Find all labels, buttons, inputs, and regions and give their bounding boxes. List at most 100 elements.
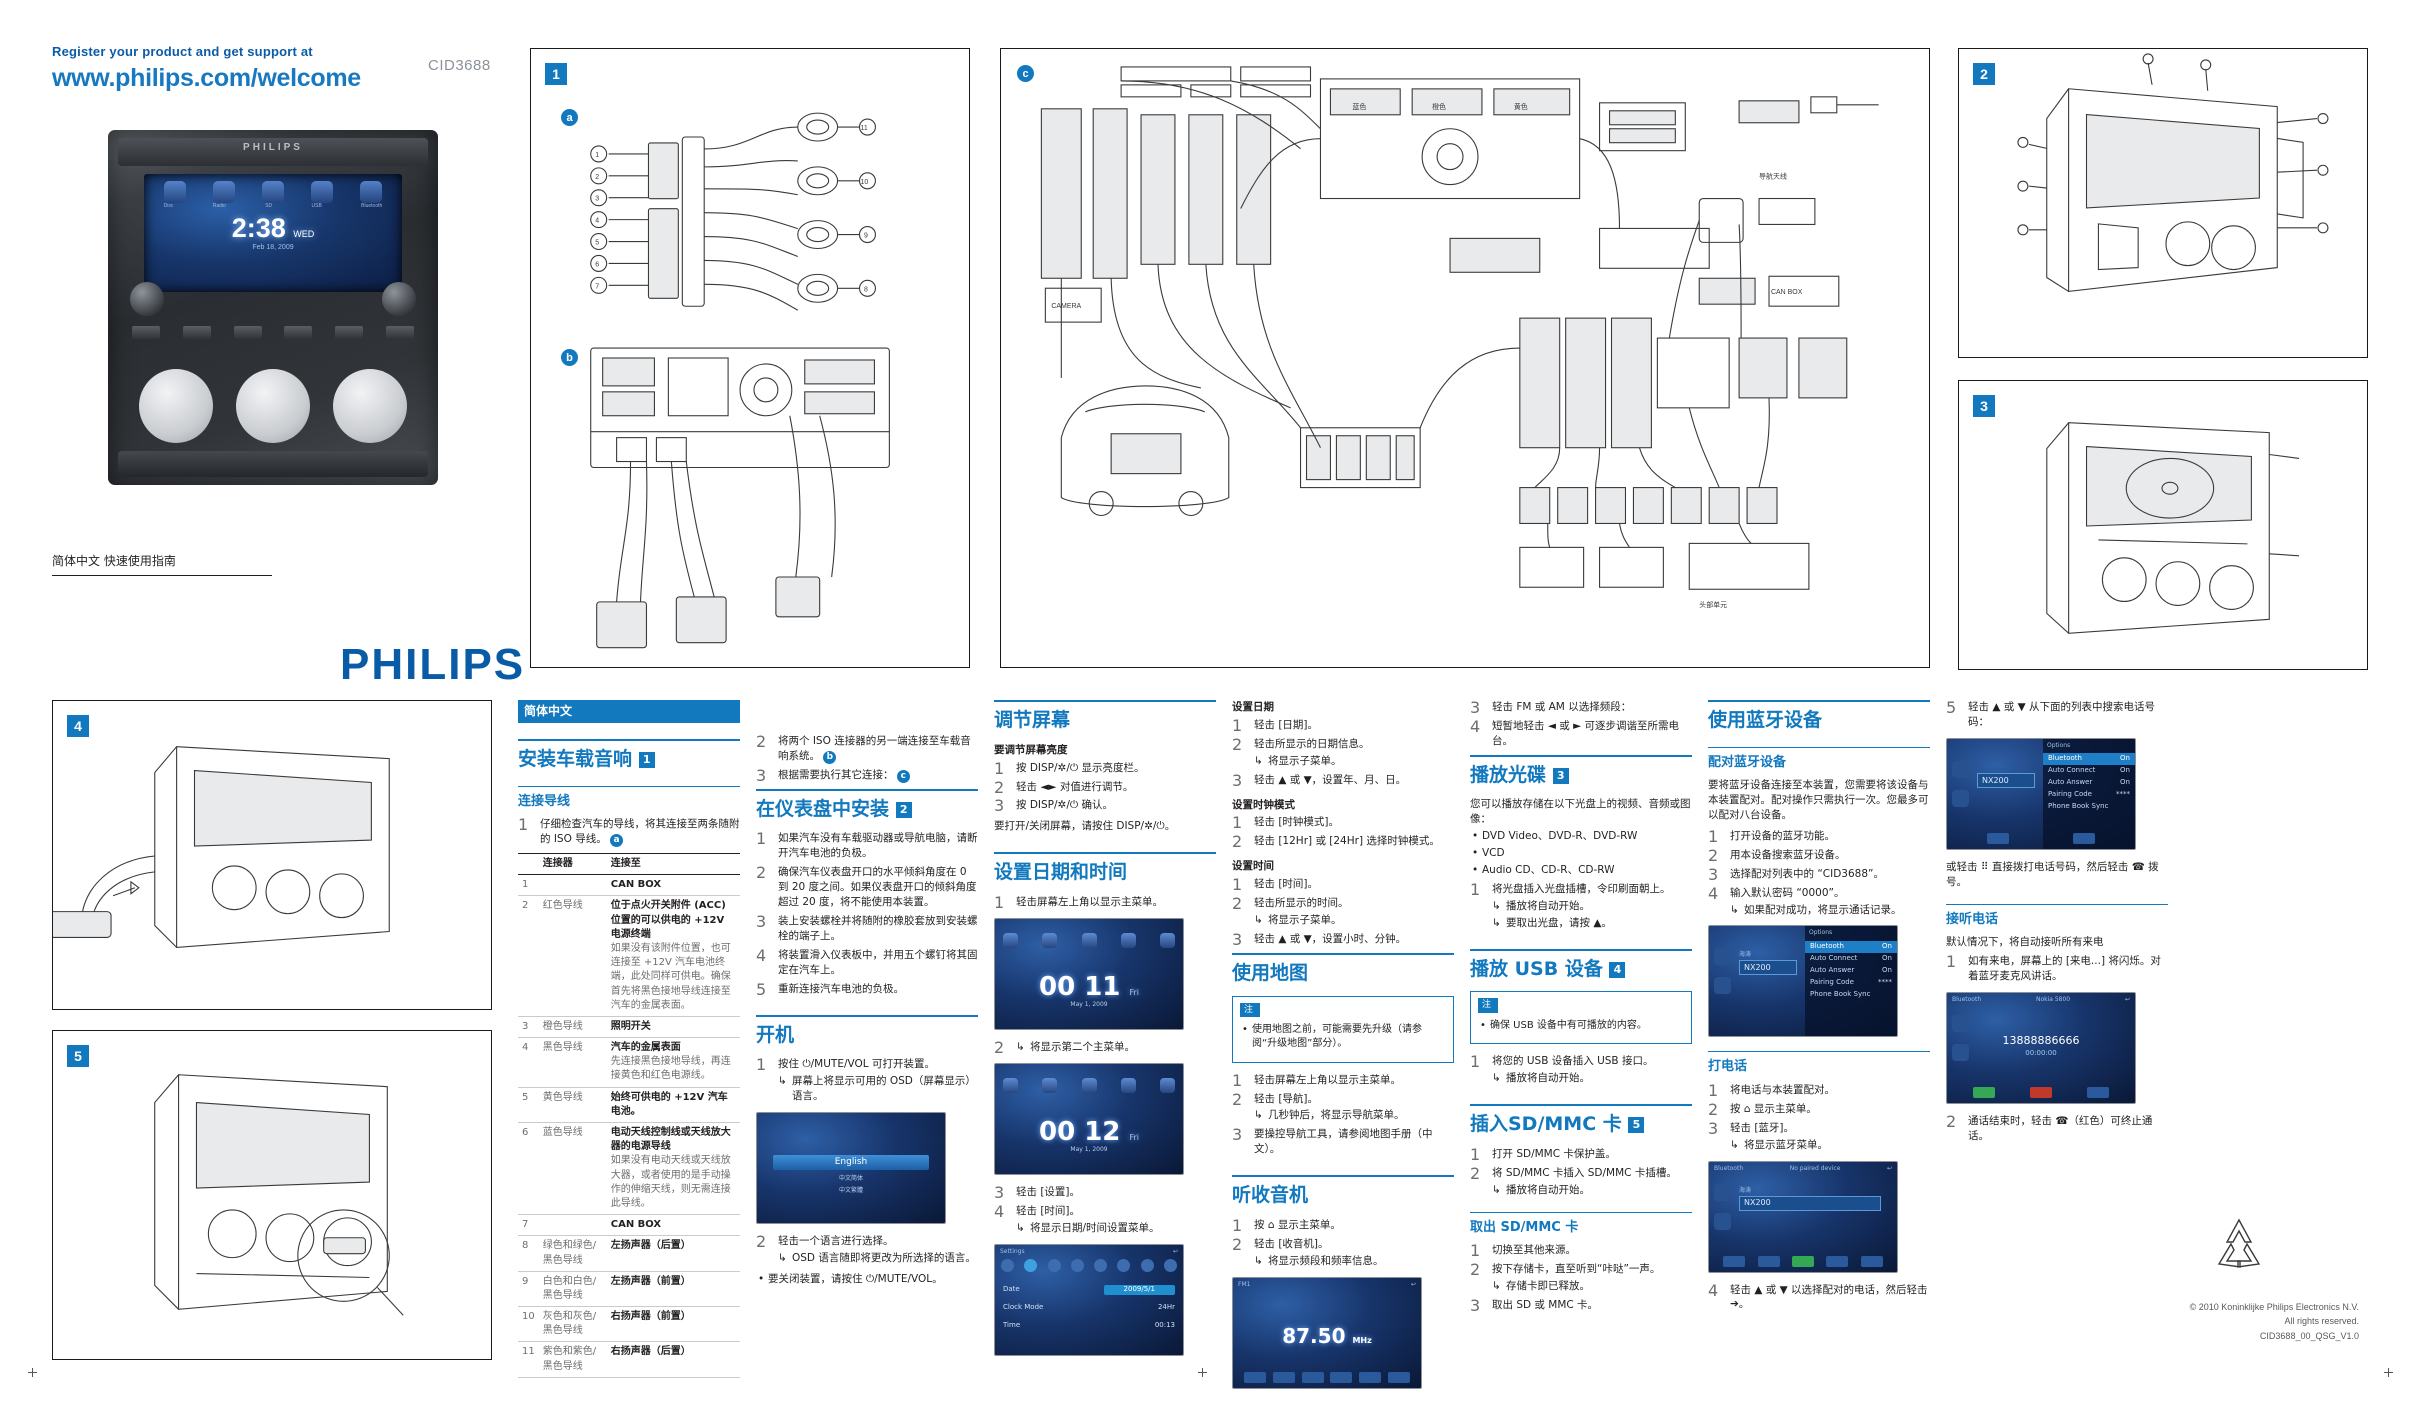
wire-dest: 左扬声器（前置） bbox=[606, 1271, 740, 1308]
radio-step-2: 轻击 [收音机]。 bbox=[1254, 1237, 1329, 1250]
screen-clock: 2:38 WED bbox=[144, 213, 402, 244]
step-number: 1 bbox=[1232, 813, 1243, 833]
back-icon: ↩ bbox=[1410, 1280, 1416, 1288]
pair-step-2: 用本设备搜索蓝牙设备。 bbox=[1730, 848, 1846, 861]
photo-bezel bbox=[118, 138, 428, 166]
lcd-radio-topbar: FM1 ↩ bbox=[1238, 1281, 1416, 1290]
power-step-2-result: OSD 语言随即将更改为所选择的语言。 bbox=[778, 1251, 978, 1266]
step-number: 3 bbox=[756, 912, 767, 931]
guide-language-caption: 简体中文 快速使用指南 bbox=[52, 552, 272, 576]
lcd-radio-frequency: 87.50 MHz bbox=[1233, 1322, 1421, 1350]
lcd-bt-side-icons bbox=[1714, 948, 1731, 995]
lcd-bt-opt2-auto-answer: Auto Answer On bbox=[2043, 777, 2135, 789]
lcd-row-date: Date 2009/5/1 bbox=[1003, 1284, 1175, 1295]
panel-c-badge: c bbox=[1017, 65, 1034, 82]
sd-icon bbox=[261, 181, 284, 203]
list-item: 2 轻击所显示的日期信息。 将显示子菜单。 bbox=[1232, 735, 1454, 769]
pairing-intro: 要将蓝牙设备连接至本装置，您需要将该设备与本装置配对。配对操作只需执行一次。您最… bbox=[1708, 779, 1929, 822]
section-dash-install-badge: 2 bbox=[895, 801, 912, 818]
step-number: 1 bbox=[518, 815, 529, 835]
philips-welcome-url[interactable]: www.philips.com/welcome bbox=[52, 64, 361, 92]
step-number: 1 bbox=[1470, 880, 1481, 899]
product-photo: PHILIPS Disc Radio SD USB Bluetooth 2:38… bbox=[108, 130, 438, 485]
step-number: 2 bbox=[1232, 1234, 1243, 1254]
front-button bbox=[233, 326, 262, 339]
bluetooth-icon bbox=[1160, 932, 1175, 948]
wire-dest: 汽车的金属表面先连接黑色接地导线，再连接黄色和红色电源线。 bbox=[606, 1037, 740, 1088]
front-button bbox=[335, 326, 364, 339]
list-item: 2 轻击 [收音机]。 将显示频段和频率信息。 bbox=[1232, 1234, 1454, 1269]
eject-step-2-result: 存储卡即已释放。 bbox=[1492, 1279, 1692, 1294]
set-time-step-1: 轻击 [时间]。 bbox=[1254, 878, 1319, 891]
section-adjust-screen: 调节屏幕 bbox=[994, 700, 1216, 733]
pair-step-1: 打开设备的蓝牙功能。 bbox=[1730, 829, 1835, 842]
section-datetime: 设置日期和时间 bbox=[994, 852, 1216, 885]
eject-step-3: 取出 SD 或 MMC 卡。 bbox=[1492, 1298, 1599, 1311]
set-time-step-2: 轻击所显示的时间。 bbox=[1254, 897, 1349, 910]
subsection-make-call: 打电话 bbox=[1708, 1051, 1930, 1076]
column-4: 设置日期 1轻击 [日期]。 2 轻击所显示的日期信息。 将显示子菜单。 3轻击… bbox=[1232, 700, 1454, 1399]
wire-dest-main: 左扬声器（前置） bbox=[610, 1275, 691, 1287]
opt-key: Bluetooth bbox=[1810, 941, 1844, 950]
lcd-bt-menu-side-icons bbox=[1714, 1183, 1731, 1230]
preset-button bbox=[1387, 1371, 1410, 1383]
opt-key: Phone Book Sync bbox=[1810, 989, 1871, 998]
list-item: 2 将两个 ISO 连接器的另一端连接至车载音响系统。 b bbox=[756, 732, 978, 764]
set-date-heading: 设置日期 bbox=[1232, 701, 1274, 713]
lcd-selected-language: English bbox=[773, 1155, 929, 1170]
wire-color bbox=[538, 1214, 607, 1237]
vent bbox=[139, 369, 214, 443]
settings-icon bbox=[1003, 1077, 1018, 1093]
brightness-step-3: 按 DISP/✲/⏻ 确认。 bbox=[1016, 799, 1114, 812]
label-bluetooth: Bluetooth bbox=[361, 203, 383, 209]
svg-text:11: 11 bbox=[860, 125, 867, 132]
label-radio: Radio bbox=[212, 203, 226, 209]
lcd-freq-unit: MHz bbox=[1352, 1335, 1372, 1345]
label-disc: Disc bbox=[163, 203, 174, 209]
wire-dest: 电动天线控制线或天线放大器的电源导线如果没有电动天线或天线放大器，或者使用的是手… bbox=[606, 1122, 740, 1216]
lcd-bt-options-header-2: Options bbox=[2047, 741, 2071, 749]
wire-dest-main: 左扬声器（后置） bbox=[610, 1240, 691, 1252]
wire-num: 3 bbox=[518, 1016, 539, 1039]
music-icon bbox=[1714, 977, 1731, 995]
dash-step-2: 确保汽车仪表盘开口的水平倾斜角度在 0 到 20 度之间。如果仪表盘开口的倾斜角… bbox=[778, 866, 977, 909]
lcd-bt-opt-pairing-code: Pairing Code **** bbox=[1805, 977, 1897, 989]
disc-step-1-result-b: 要取出光盘，请按 ▲。 bbox=[1492, 916, 1692, 931]
step-number: 2 bbox=[1470, 1163, 1481, 1183]
step-number: 2 bbox=[994, 1037, 1005, 1057]
datetime-step-3: 轻击 [设置]。 bbox=[1016, 1185, 1081, 1198]
svg-text:4: 4 bbox=[595, 218, 599, 225]
wire-num: 4 bbox=[518, 1037, 539, 1088]
panel-4-badge: 4 bbox=[67, 715, 89, 737]
lcd-bt-opt2-pairing-code: Pairing Code **** bbox=[2043, 789, 2135, 801]
language-tab-icon bbox=[1117, 1258, 1131, 1272]
step-number: 1 bbox=[756, 1055, 767, 1075]
lcd-bt-opt2-phonebook-sync: Phone Book Sync bbox=[2043, 801, 2135, 813]
wire-dest: 左扬声器（后置） bbox=[606, 1235, 740, 1272]
crop-mark bbox=[28, 1368, 37, 1377]
step-number: 1 bbox=[1470, 1241, 1481, 1261]
section-radio: 听收音机 bbox=[1232, 1175, 1454, 1208]
list-item: 2 轻击一个语言进行选择。 OSD 语言随即将更改为所选择的语言。 bbox=[756, 1232, 978, 1266]
pair-step-4: 输入默认密码 “0000”。 bbox=[1730, 886, 1845, 899]
crop-mark bbox=[2384, 1368, 2393, 1377]
call-step-1: 将电话与本装置配对。 bbox=[1730, 1083, 1835, 1096]
step-number: 3 bbox=[1470, 1295, 1481, 1315]
sd-icon bbox=[1081, 932, 1097, 948]
usb-step-1: 将您的 USB 设备插入 USB 接口。 bbox=[1492, 1055, 1654, 1068]
lcd-language-select: English 中文简体 中文繁體 bbox=[756, 1112, 946, 1224]
column-1: 简体中文 安装车载音响 1 连接导线 1 仔细检查汽车的导线，将其连接至两条随附… bbox=[518, 700, 740, 1378]
step-number: 4 bbox=[1470, 716, 1481, 736]
